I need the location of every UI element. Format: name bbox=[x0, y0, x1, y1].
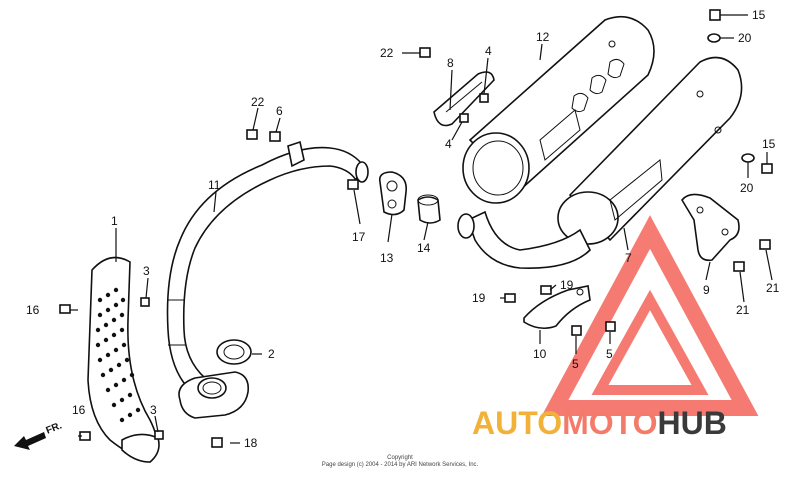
label-4a: 4 bbox=[485, 44, 492, 58]
label-13: 13 bbox=[380, 251, 394, 265]
plate-part bbox=[433, 71, 495, 127]
label-10: 10 bbox=[533, 347, 547, 361]
muffler-stay-part bbox=[681, 193, 740, 262]
label-16a: 16 bbox=[26, 303, 40, 317]
label-15a: 15 bbox=[752, 8, 766, 22]
label-8: 8 bbox=[447, 56, 454, 70]
muffler-protector-part bbox=[462, 15, 655, 204]
label-19b: 19 bbox=[560, 278, 574, 292]
label-19a: 19 bbox=[472, 291, 486, 305]
watermark-auto: AUTO bbox=[472, 405, 563, 441]
muffler-body-part bbox=[457, 56, 743, 269]
label-14: 14 bbox=[417, 241, 431, 255]
label-15b: 15 bbox=[762, 137, 776, 151]
leader-lines bbox=[70, 14, 773, 444]
gasket-ring-part bbox=[417, 194, 441, 224]
label-21a: 21 bbox=[766, 281, 780, 295]
label-20a: 20 bbox=[738, 31, 752, 45]
gasket-part bbox=[216, 339, 252, 365]
label-6: 6 bbox=[276, 104, 283, 118]
watermark-logo-icon bbox=[541, 215, 759, 416]
copyright-notice: Page design (c) 2004 - 2014 by ARI Netwo… bbox=[321, 462, 479, 468]
front-direction-arrow-icon bbox=[14, 432, 46, 450]
exhaust-flange-part bbox=[178, 371, 250, 419]
watermark-moto: MOTO bbox=[562, 405, 658, 441]
label-5a: 5 bbox=[572, 357, 579, 371]
label-12: 12 bbox=[536, 30, 550, 44]
label-9: 9 bbox=[703, 283, 710, 297]
label-22a: 22 bbox=[251, 95, 265, 109]
label-18: 18 bbox=[244, 436, 258, 450]
part-number-labels: 1 2 3 3 4 4 5 5 6 7 8 9 10 11 12 13 14 1… bbox=[26, 8, 780, 450]
label-7: 7 bbox=[625, 251, 632, 265]
label-22b: 22 bbox=[380, 46, 394, 60]
label-20b: 20 bbox=[740, 181, 754, 195]
fasteners bbox=[59, 9, 773, 448]
copyright-heading: Copyright bbox=[387, 455, 413, 461]
label-1: 1 bbox=[111, 214, 118, 228]
pipe-bracket-part bbox=[287, 140, 305, 168]
watermark-text: AUTOMOTOHUB bbox=[472, 405, 727, 442]
band-bracket-part bbox=[523, 285, 591, 330]
label-3a: 3 bbox=[143, 264, 150, 278]
label-4b: 4 bbox=[445, 137, 452, 151]
label-2: 2 bbox=[268, 347, 275, 361]
label-16b: 16 bbox=[72, 403, 86, 417]
label-3b: 3 bbox=[150, 403, 157, 417]
label-21b: 21 bbox=[736, 303, 750, 317]
label-11: 11 bbox=[208, 178, 221, 192]
label-5b: 5 bbox=[606, 347, 613, 361]
heat-shield-part bbox=[87, 256, 160, 463]
clamp-part bbox=[378, 171, 408, 216]
watermark-hub: HUB bbox=[657, 405, 727, 441]
label-17: 17 bbox=[352, 230, 366, 244]
